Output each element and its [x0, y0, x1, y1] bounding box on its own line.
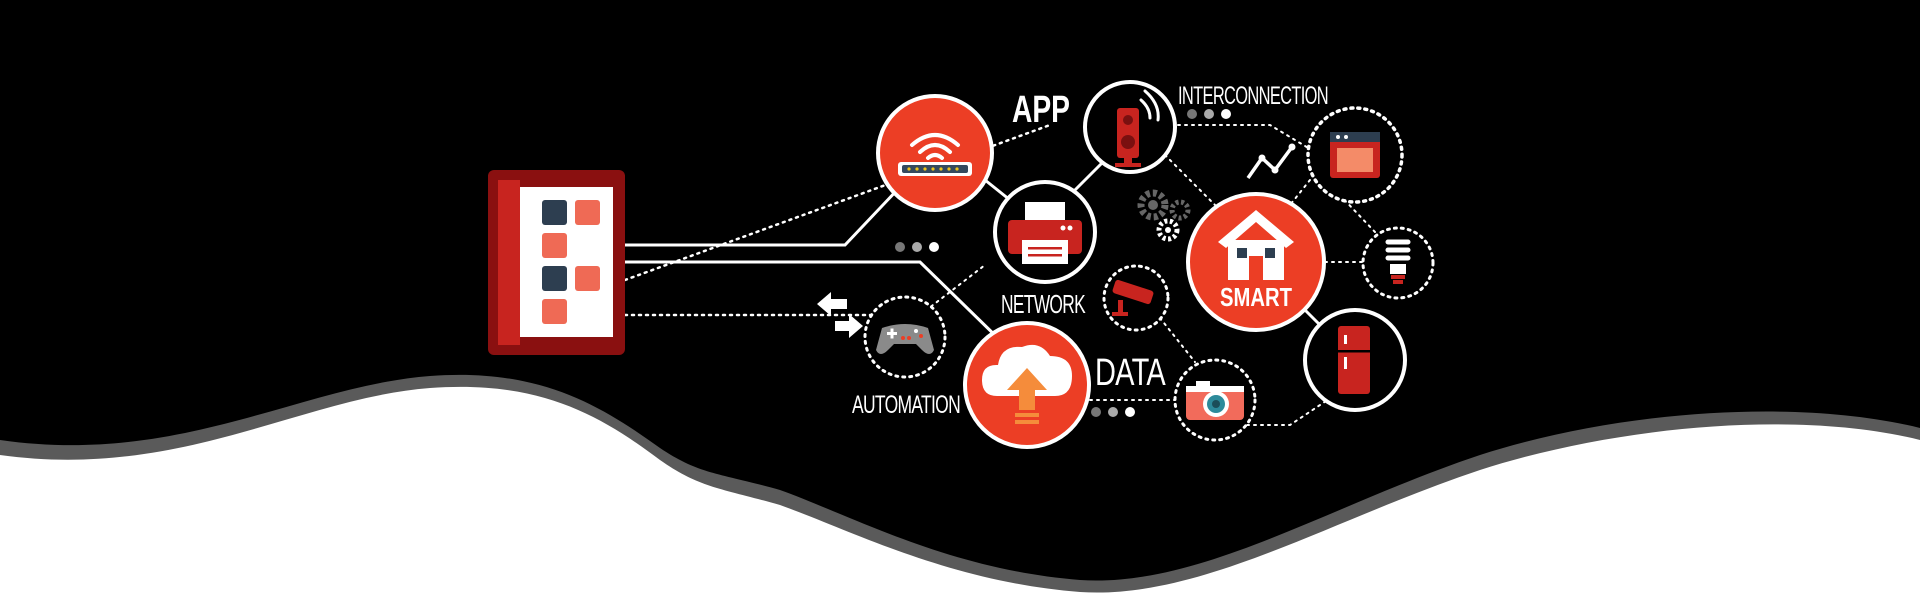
line-tablet-cloud [623, 260, 1007, 347]
label-data: DATA [1095, 352, 1166, 394]
label-smart: SMART [1220, 282, 1292, 312]
oven-node [1306, 106, 1404, 204]
dots-group-3 [1091, 407, 1135, 417]
label-interconnection: INTERCONNECTION [1178, 82, 1328, 110]
speaker-node [1083, 80, 1177, 174]
line-speaker-oven-dotted [1149, 124, 1316, 153]
sync-arrows-icon [817, 292, 863, 338]
tablet-icon [488, 170, 625, 355]
printer-icon [1008, 202, 1082, 264]
gamepad-icon [876, 324, 934, 354]
camera-node [1173, 358, 1257, 442]
wifi-router-icon [898, 133, 972, 176]
smart-node: SMART [1186, 192, 1326, 332]
label-network: NETWORK [1001, 289, 1086, 319]
cloud-node [963, 321, 1091, 449]
black-background [0, 0, 1920, 581]
gears-icon [1137, 189, 1191, 242]
cloud-upload-icon [982, 344, 1072, 424]
line-chart-icon [1246, 143, 1296, 180]
oven-icon [1330, 132, 1380, 178]
printer-node [993, 180, 1097, 284]
house-icon [1218, 210, 1294, 280]
dots-group-1 [895, 242, 939, 252]
fridge-icon [1338, 326, 1370, 394]
line-router-printer [983, 178, 1012, 202]
line-oven-smart-dotted [1289, 179, 1311, 206]
label-automation: AUTOMATION [852, 391, 960, 419]
line-cctv-camera-dotted [1159, 317, 1196, 363]
fridge-node [1303, 308, 1407, 412]
camera-icon [1186, 381, 1244, 420]
line-camera-fridge-dotted [1239, 394, 1336, 426]
line-speaker-smart-dotted [1159, 149, 1216, 206]
line-printer-speaker [1068, 158, 1107, 197]
speaker-icon [1115, 89, 1160, 167]
cctv-node [1102, 264, 1170, 332]
dots-group-2 [1187, 109, 1231, 119]
light-bulb-icon [1385, 239, 1411, 284]
gamepad-node [863, 295, 947, 379]
bulb-node [1361, 226, 1435, 300]
label-app: APP [1012, 89, 1070, 131]
security-camera-icon [1112, 279, 1154, 316]
router-node [876, 94, 994, 212]
